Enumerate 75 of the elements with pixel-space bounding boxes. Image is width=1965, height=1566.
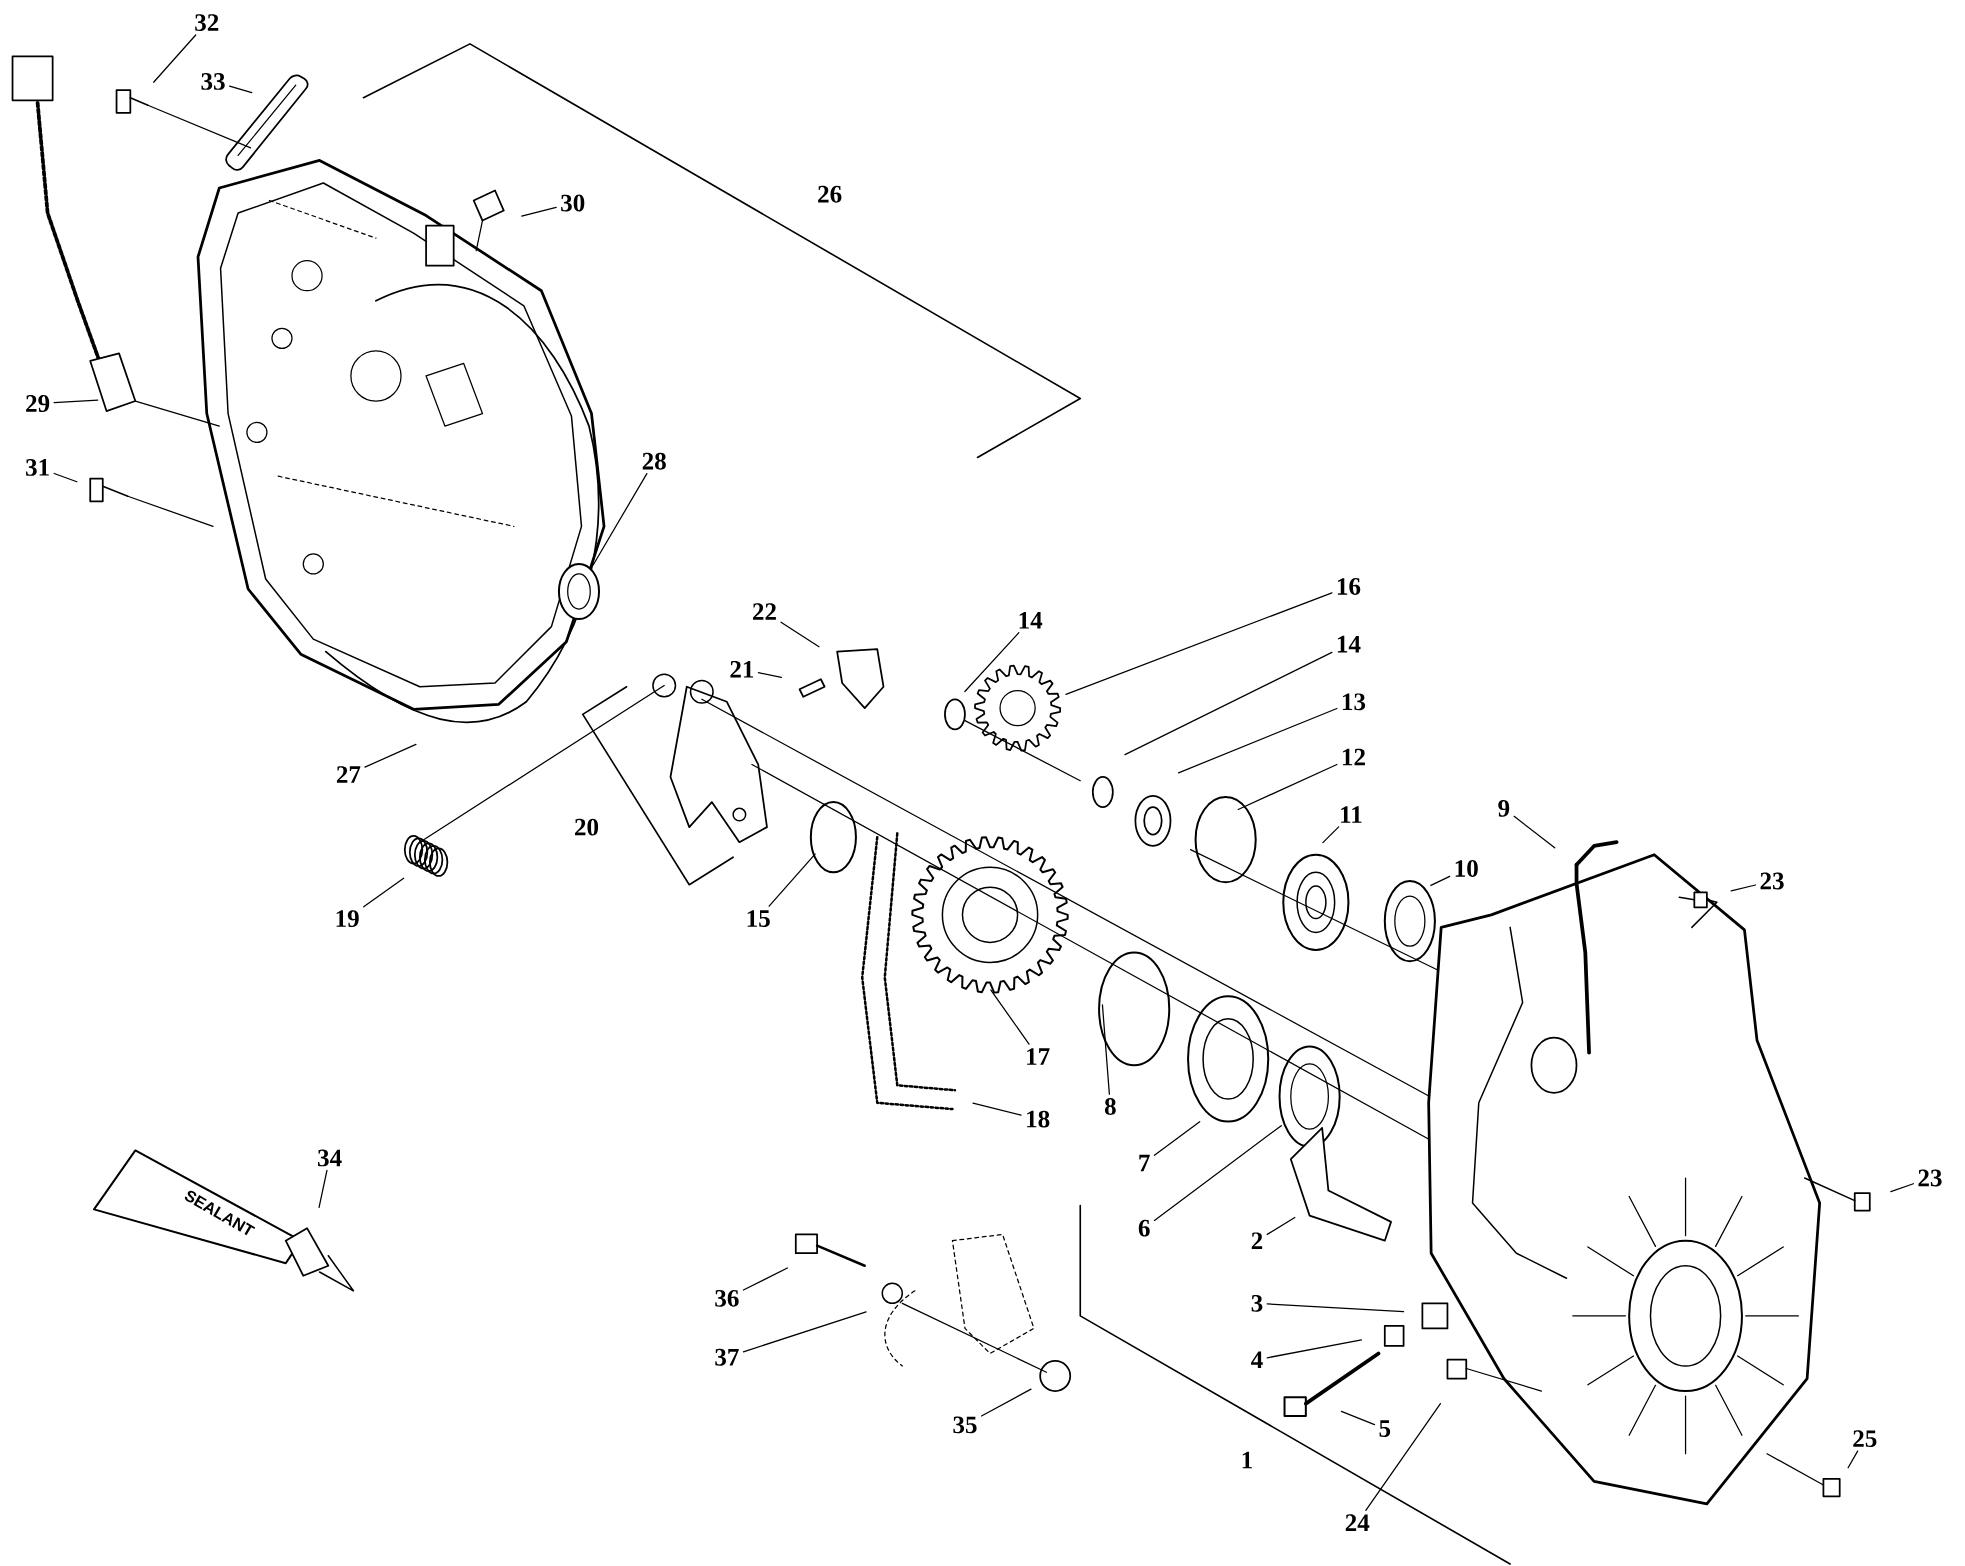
- leader-line: [1430, 875, 1451, 886]
- callout-number: 26: [814, 183, 845, 205]
- callout-number: 3: [1251, 1294, 1263, 1312]
- leader-line: [990, 989, 1030, 1045]
- leader-line: [363, 877, 405, 908]
- leader-line: [592, 472, 648, 566]
- callout-number: 20: [571, 815, 602, 838]
- callout-number: 29: [26, 394, 50, 412]
- leader-line: [1730, 884, 1757, 892]
- leader-line: [1340, 1410, 1376, 1425]
- leader-line: [1177, 707, 1338, 774]
- leader-line: [757, 671, 782, 678]
- leader-line: [1266, 1216, 1296, 1235]
- leader-line: [53, 399, 99, 403]
- callout-number: 17: [1027, 1047, 1050, 1065]
- leader-line: [1513, 815, 1556, 849]
- leader-line: [1847, 1450, 1859, 1469]
- callout-number: 7: [1139, 1154, 1150, 1171]
- callout-number: 10: [1455, 859, 1478, 877]
- leader-line: [980, 1388, 1032, 1417]
- callout-number: 24: [1345, 1514, 1370, 1531]
- callout-number: 18: [1027, 1110, 1050, 1128]
- leader-line: [1365, 1402, 1442, 1511]
- leader-line: [780, 621, 820, 648]
- callout-number: 11: [1341, 806, 1362, 823]
- leader-line: [1237, 763, 1338, 810]
- leader-line: [153, 34, 197, 83]
- callout-number: 23: [1918, 1169, 1942, 1187]
- callout-number: 23: [1760, 872, 1784, 890]
- callout-number: 30: [561, 194, 585, 212]
- leader-line: [964, 631, 1020, 692]
- leader-line: [1322, 826, 1340, 844]
- leader-line: [1266, 1338, 1363, 1359]
- leader-line: [521, 206, 557, 217]
- callout-number: 2: [1251, 1232, 1263, 1249]
- callout-number: 21: [730, 660, 754, 678]
- callout-number: 27: [336, 765, 361, 783]
- callout-number: 37: [715, 1348, 739, 1366]
- callout-number: 14: [1337, 635, 1361, 653]
- callout-number: 16: [1337, 577, 1361, 595]
- callout-number: 15: [747, 909, 770, 927]
- leader-line: [1153, 1124, 1282, 1221]
- leader-line: [1124, 651, 1333, 756]
- callout-number: 31: [26, 458, 49, 476]
- callout-number: 1: [1238, 1448, 1256, 1471]
- leader-line: [318, 1169, 328, 1208]
- leader-line: [972, 1102, 1022, 1116]
- callout-number: 12: [1342, 748, 1365, 765]
- callout-number: 28: [642, 452, 666, 470]
- leader-line: [1266, 1303, 1405, 1313]
- callout-number: 34: [318, 1149, 342, 1167]
- leader-line: [742, 1267, 788, 1291]
- leader-line: [364, 743, 417, 768]
- callout-number: 4: [1251, 1351, 1263, 1368]
- leader-line: [53, 472, 78, 483]
- callout-number: 14: [1019, 611, 1043, 629]
- callout-number: 6: [1138, 1219, 1150, 1237]
- leader-line: [1890, 1182, 1915, 1192]
- callout-number: 32: [195, 13, 219, 31]
- callout-number: 33: [201, 72, 225, 90]
- callout-number: 19: [336, 909, 359, 927]
- leader-line: [768, 853, 816, 907]
- callout-number: 5: [1379, 1420, 1391, 1437]
- leader-line: [1065, 591, 1333, 695]
- leader-line: [742, 1311, 867, 1353]
- callout-number: 13: [1342, 693, 1366, 710]
- callout-number: 8: [1104, 1097, 1116, 1115]
- leader-line: [1101, 1004, 1110, 1095]
- leader-line: [228, 85, 253, 93]
- callout-number: 22: [753, 603, 776, 620]
- leader-line: [1153, 1120, 1201, 1156]
- callout-number: 36: [715, 1289, 739, 1307]
- callout-number: 35: [953, 1416, 977, 1434]
- callout-number: 9: [1498, 799, 1510, 817]
- callout-number: 25: [1853, 1430, 1877, 1447]
